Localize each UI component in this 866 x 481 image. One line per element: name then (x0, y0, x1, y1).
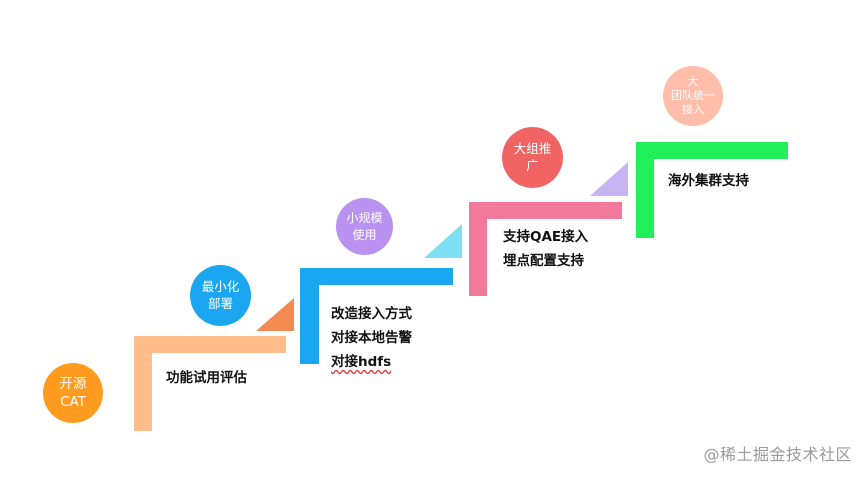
stage-2-description: 改造接入方式 对接本地告警 对接hdfs (331, 302, 412, 374)
stage-2-circle-line-1: 最小化 (201, 278, 240, 294)
stage-1-circle-line-2: CAT (60, 394, 86, 410)
stage-4-text-line-1: 海外集群支持 (668, 173, 749, 189)
stage-1-description: 功能试用评估 (166, 366, 247, 390)
stage-3-circle-line-1: 小规模 (346, 211, 383, 226)
stage-3-text-line-1: 支持QAE接入 (503, 229, 589, 245)
stage-2-circle: 最小化 部署 (190, 265, 251, 326)
step-3-horizontal-bar (469, 202, 622, 219)
step-1-vertical-bar (134, 336, 152, 431)
stage-5-circle-line-2: 团队统一 (671, 88, 715, 102)
step-4-horizontal-bar (636, 142, 788, 159)
stage-2-text-line-3-text: 对接hdfs (331, 354, 392, 370)
step-3-connector-triangle (424, 224, 462, 258)
stage-2-circle-line-2: 部署 (207, 295, 233, 311)
step-4-vertical-bar (636, 142, 654, 238)
stage-3-circle: 小规模 使用 (336, 198, 393, 255)
stage-4-circle-line-2: 广 (526, 157, 539, 173)
stage-1-circle-line-1: 开源 (59, 375, 87, 392)
stage-4-circle: 大组推 广 (502, 127, 563, 188)
stage-2-text-line-3: 对接hdfs (331, 350, 412, 374)
stage-3-description: 支持QAE接入 埋点配置支持 (503, 225, 588, 273)
step-2-connector-triangle (256, 298, 294, 331)
stage-2-text-line-1: 改造接入方式 (331, 306, 412, 322)
stage-1-circle: 开源 CAT (43, 363, 103, 423)
step-3-vertical-bar (469, 202, 487, 296)
stage-3-text-line-2: 埋点配置支持 (503, 253, 584, 269)
stage-1-text-line-1: 功能试用评估 (166, 370, 247, 386)
stage-5-circle-line-1: 大 (687, 74, 699, 88)
stage-4-circle-line-1: 大组推 (513, 140, 552, 156)
watermark: @稀土掘金技术社区 (703, 445, 852, 464)
step-2-vertical-bar (300, 268, 319, 364)
step-4-connector-triangle (590, 162, 628, 196)
stage-4-description: 海外集群支持 (668, 169, 749, 193)
stage-5-circle: 大 团队统一 接入 (663, 66, 723, 126)
stage-3-circle-line-2: 使用 (352, 227, 377, 242)
stage-2-text-line-2: 对接本地告警 (331, 330, 412, 346)
stage-5-circle-line-3: 接入 (682, 103, 704, 117)
step-1-horizontal-bar (134, 336, 286, 353)
step-2-horizontal-bar (300, 268, 453, 285)
